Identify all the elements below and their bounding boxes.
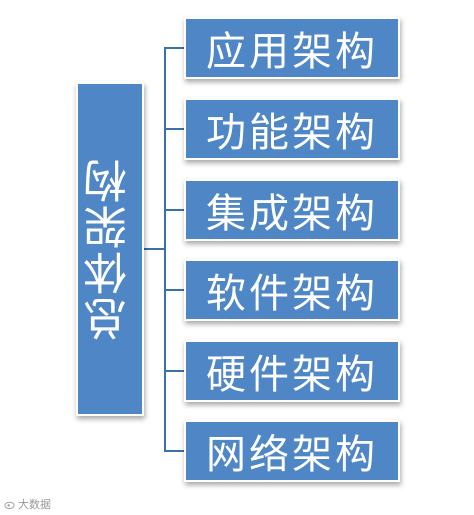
- node-label: 软件架构: [206, 271, 378, 317]
- root-connector-line: [144, 248, 166, 250]
- weibo-icon: [4, 501, 15, 509]
- node-hardware-architecture: 硬件架构: [184, 340, 400, 402]
- node-integration-architecture: 集成架构: [184, 179, 400, 241]
- watermark: 大数据: [4, 496, 51, 512]
- node-application-architecture: 应用架构: [184, 17, 400, 79]
- vertical-connector-line: [164, 48, 166, 452]
- watermark-text: 大数据: [18, 498, 51, 511]
- node-network-architecture: 网络架构: [184, 420, 400, 482]
- branch-line-network: [164, 450, 184, 452]
- node-label: 硬件架构: [206, 352, 378, 398]
- branch-line-application: [164, 47, 184, 49]
- node-software-architecture: 软件架构: [184, 259, 400, 321]
- branch-line-hardware: [164, 370, 184, 372]
- branch-line-function: [164, 128, 184, 130]
- node-label: 应用架构: [206, 29, 378, 75]
- node-label: 功能架构: [206, 110, 378, 156]
- branch-line-software: [164, 289, 184, 291]
- root-node-label: 总体架构: [84, 157, 135, 341]
- branch-line-integration: [164, 209, 184, 211]
- node-label: 集成架构: [206, 191, 378, 237]
- root-node-overall-architecture: 总体架构: [76, 82, 144, 416]
- node-label: 网络架构: [206, 432, 378, 478]
- node-function-architecture: 功能架构: [184, 98, 400, 160]
